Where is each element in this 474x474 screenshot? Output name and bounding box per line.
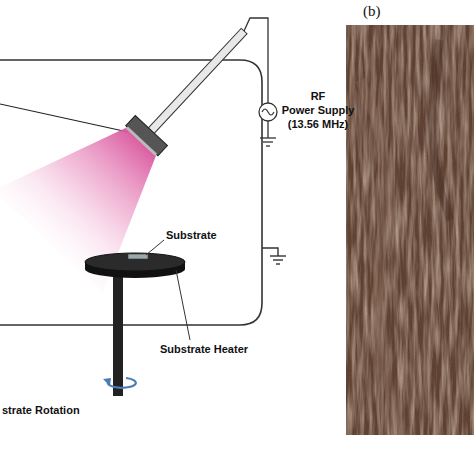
fabric-photo bbox=[346, 25, 474, 435]
part-label: strate Rotation bbox=[2, 404, 80, 417]
value-label: (13.56 MHz) bbox=[288, 118, 349, 131]
rotation-arrow bbox=[103, 378, 136, 388]
panel-label: (b) bbox=[363, 3, 381, 20]
ac-source bbox=[259, 103, 277, 146]
rf-wire bbox=[244, 18, 268, 103]
part-label: Substrate bbox=[166, 229, 217, 242]
rf-label: RF bbox=[311, 90, 326, 103]
leader-line bbox=[176, 270, 190, 340]
ground-symbol bbox=[262, 248, 286, 264]
part-label: Substrate Heater bbox=[160, 343, 248, 356]
leader-line bbox=[146, 240, 164, 255]
sputter-gun bbox=[0, 0, 299, 293]
substrate-heater bbox=[85, 253, 185, 396]
gas-line bbox=[0, 104, 128, 132]
part-label: Power Supply bbox=[282, 104, 355, 117]
